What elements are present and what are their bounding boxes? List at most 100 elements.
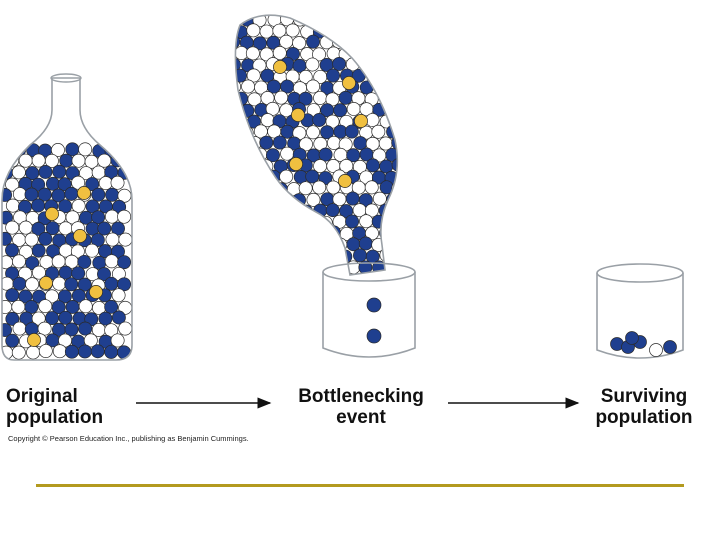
white-marble	[365, 113, 380, 127]
blue-marble	[117, 277, 132, 292]
falling-marbles	[366, 297, 382, 344]
blue-marble	[64, 186, 79, 201]
white-marble	[24, 232, 39, 247]
blue-marble	[235, 15, 241, 27]
blue-marble	[391, 69, 398, 84]
blue-marble	[104, 276, 119, 291]
white-marble	[235, 158, 249, 172]
footer-rule	[36, 484, 684, 487]
blue-marble	[64, 322, 79, 337]
blue-marble	[379, 46, 394, 61]
blue-marble	[57, 289, 72, 304]
blue-marble	[318, 147, 333, 162]
white-marble	[299, 137, 313, 152]
blue-marble	[371, 57, 386, 72]
blue-marble	[292, 214, 307, 229]
white-marble	[318, 236, 333, 251]
white-marble	[110, 333, 125, 348]
blue-marble	[352, 46, 367, 61]
blue-marble	[252, 36, 267, 51]
blue-marble	[344, 124, 359, 139]
blue-marble	[365, 158, 380, 173]
white-marble	[279, 215, 294, 230]
white-marble	[306, 79, 321, 94]
label-original-line2: population	[6, 407, 104, 428]
blue-marble	[259, 135, 274, 150]
white-marble	[359, 214, 374, 229]
blue-marble	[273, 225, 288, 240]
blue-marble	[333, 103, 348, 118]
white-marble	[359, 35, 374, 50]
white-marble	[279, 169, 294, 184]
blue-marble	[37, 187, 52, 202]
blue-marble	[359, 80, 374, 95]
blue-marble	[351, 24, 366, 39]
white-marble	[37, 321, 52, 336]
blue-marble	[24, 300, 39, 314]
white-marble	[240, 193, 255, 207]
blue-marble	[259, 180, 274, 195]
white-marble	[52, 276, 67, 291]
white-marble	[279, 259, 294, 274]
blue-marble	[235, 193, 241, 208]
blue-marble	[358, 236, 373, 251]
white-marble	[118, 232, 132, 247]
white-marble	[372, 191, 387, 206]
white-marble	[11, 165, 26, 180]
blue-marble	[312, 113, 327, 127]
white-marble	[286, 249, 301, 264]
white-marble	[298, 181, 313, 196]
blue-marble	[318, 259, 333, 274]
surviving-marbles	[610, 331, 677, 357]
blue-marble	[391, 225, 398, 240]
blue-marble	[5, 333, 20, 348]
white-marble	[52, 344, 67, 359]
blue-marble	[91, 187, 106, 202]
blue-marble	[339, 24, 354, 39]
blue-marble	[5, 243, 19, 258]
white-marble	[254, 259, 269, 274]
white-marble	[326, 135, 341, 150]
blue-marble	[71, 288, 86, 303]
blue-marble	[51, 300, 66, 315]
blue-marble	[105, 187, 120, 202]
blue-marble	[326, 23, 341, 38]
blue-marble	[246, 248, 261, 263]
white-marble	[265, 237, 280, 252]
blue-marble	[372, 15, 387, 28]
white-marble	[241, 237, 256, 252]
blue-marble	[307, 215, 321, 230]
blue-marble	[90, 233, 105, 247]
blue-marble	[31, 198, 46, 213]
blue-marble	[110, 153, 125, 168]
white-marble	[359, 15, 374, 28]
white-marble	[293, 260, 308, 275]
white-marble	[391, 92, 398, 106]
blue-marble	[246, 203, 261, 218]
blue-marble	[252, 237, 267, 252]
white-marble	[319, 15, 334, 27]
white-marble	[253, 169, 268, 184]
white-marble	[44, 153, 59, 168]
blue-marble	[64, 277, 79, 292]
white-marble	[364, 203, 379, 218]
blue-marble	[253, 192, 268, 207]
blue-marble	[245, 180, 260, 195]
white-marble	[246, 68, 261, 83]
white-marble	[378, 24, 393, 39]
white-marble	[110, 175, 125, 190]
blue-marble	[18, 289, 33, 304]
white-marble	[312, 180, 327, 195]
white-marble	[71, 153, 86, 168]
blue-marble	[240, 214, 254, 229]
white-marble	[104, 323, 119, 338]
white-marble	[235, 103, 242, 118]
blue-marble	[326, 68, 340, 83]
yellow-marble	[289, 157, 303, 171]
white-marble	[85, 243, 99, 258]
blue-marble	[663, 340, 677, 354]
blue-marble	[117, 143, 132, 158]
white-marble	[105, 232, 120, 247]
white-marble	[306, 125, 320, 140]
white-marble	[11, 345, 26, 360]
